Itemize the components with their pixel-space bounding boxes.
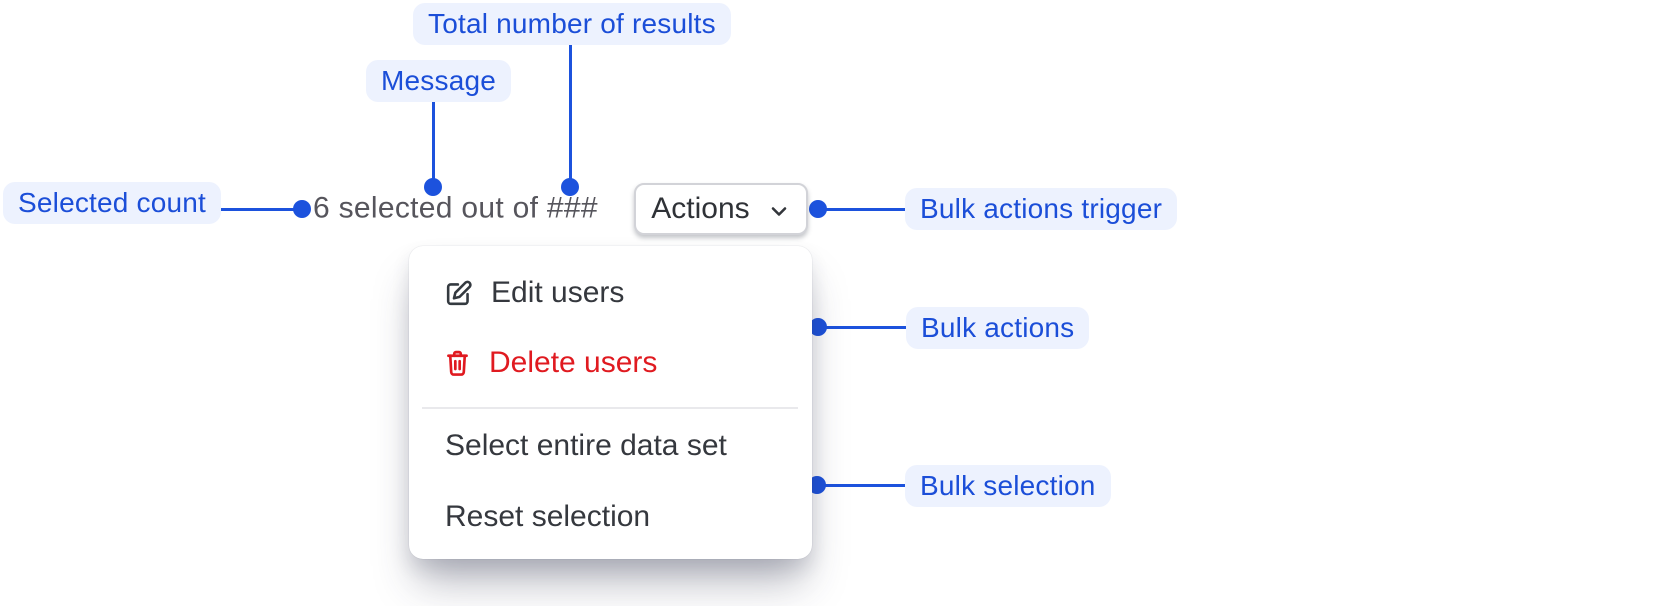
chevron-down-icon	[767, 199, 791, 223]
connector-line-message	[432, 100, 435, 187]
connector-dot-message	[424, 178, 442, 196]
menu-divider	[422, 407, 798, 409]
annotation-label-bulk-actions: Bulk actions	[906, 307, 1090, 349]
connector-line-selected-count	[208, 208, 304, 211]
menu-item-label: Edit users	[491, 276, 625, 309]
connector-dot-total-results	[561, 178, 579, 196]
connector-dot-bulk-actions	[809, 318, 827, 336]
menu-item-select-entire-data-set[interactable]: Select entire data set	[445, 429, 727, 463]
bulk-actions-menu: Edit users Delete users Select entire da…	[409, 246, 812, 559]
menu-item-delete-users[interactable]: Delete users	[443, 346, 657, 380]
menu-item-label: Reset selection	[445, 500, 651, 533]
trash-icon	[443, 347, 472, 379]
connector-dot-bulk-selection	[808, 476, 826, 494]
edit-icon	[443, 278, 474, 309]
bulk-actions-trigger-label: Actions	[651, 192, 750, 225]
connector-dot-selected-count	[293, 200, 311, 218]
menu-item-reset-selection[interactable]: Reset selection	[445, 500, 650, 534]
selection-message: 6 selected out of ###	[313, 191, 598, 225]
annotation-label-bulk-actions-trigger: Bulk actions trigger	[905, 188, 1178, 230]
connector-line-bulk-selection	[817, 484, 909, 487]
annotation-label-selected-count: Selected count	[3, 182, 222, 224]
menu-item-label: Delete users	[489, 346, 658, 379]
connector-dot-bulk-actions-trigger	[809, 200, 827, 218]
menu-item-label: Select entire data set	[445, 429, 727, 462]
connector-line-bulk-actions	[818, 326, 910, 329]
bulk-actions-trigger-button[interactable]: Actions	[634, 183, 808, 235]
connector-line-total-results	[569, 43, 572, 187]
menu-item-edit-users[interactable]: Edit users	[443, 276, 624, 310]
annotation-label-message: Message	[366, 60, 512, 102]
connector-line-bulk-actions-trigger	[818, 208, 910, 211]
annotation-label-bulk-selection: Bulk selection	[905, 465, 1111, 507]
annotation-label-total-results: Total number of results	[413, 3, 731, 45]
